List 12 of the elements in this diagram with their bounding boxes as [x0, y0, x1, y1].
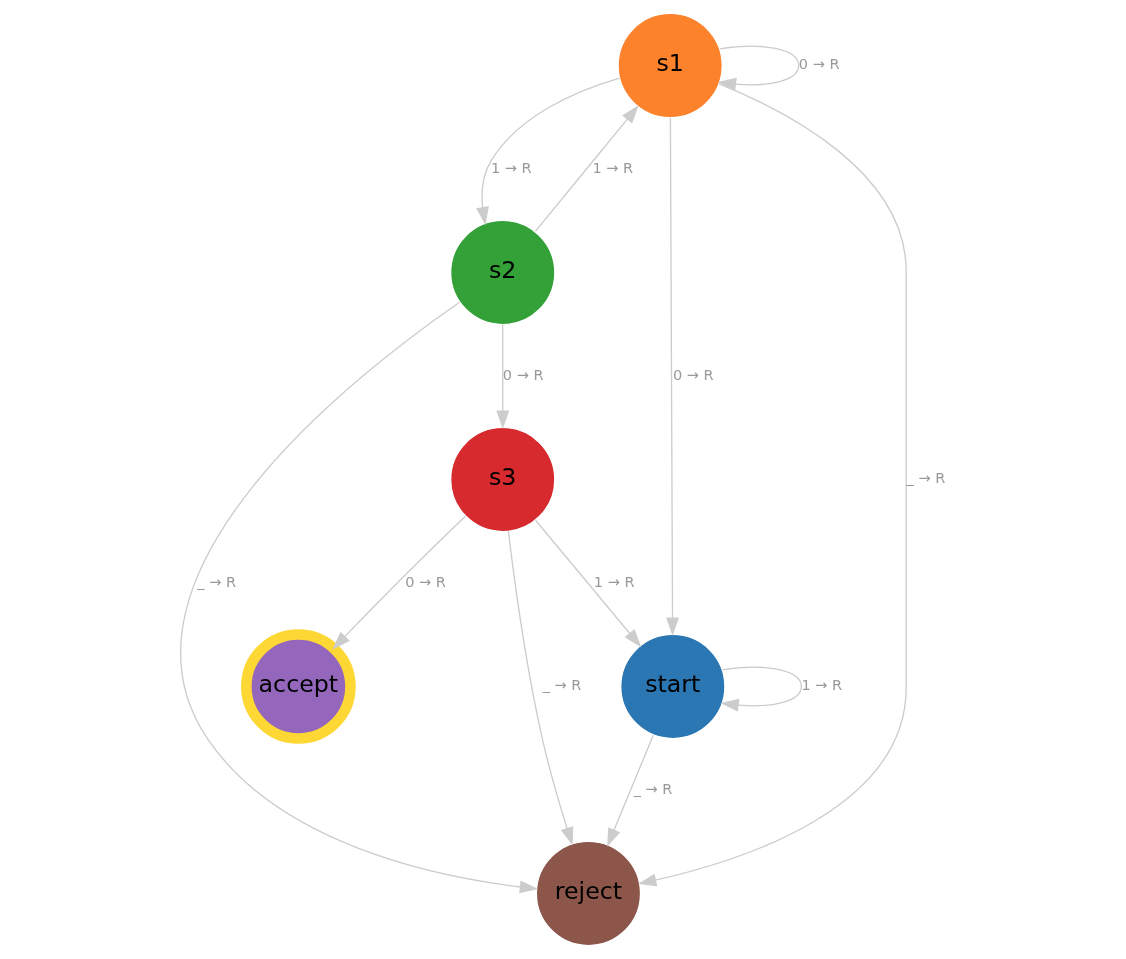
edge-label: 1 → R: [801, 677, 843, 694]
edge-label: 0 → R: [405, 573, 446, 590]
edge-label: 1 → R: [592, 159, 634, 176]
edge-label: 1 → R: [593, 573, 635, 590]
edge-label: 0 → R: [798, 56, 840, 73]
edge-label: 1 → R: [490, 159, 532, 176]
edge-label: _ → R: [542, 677, 582, 694]
edge-label: 0 → R: [502, 366, 544, 383]
edge-label: 0 → R: [672, 366, 714, 383]
edge-label: _ → R: [906, 470, 946, 487]
edge-label: _ → R: [633, 780, 673, 797]
edge-label: _ → R: [197, 573, 236, 590]
